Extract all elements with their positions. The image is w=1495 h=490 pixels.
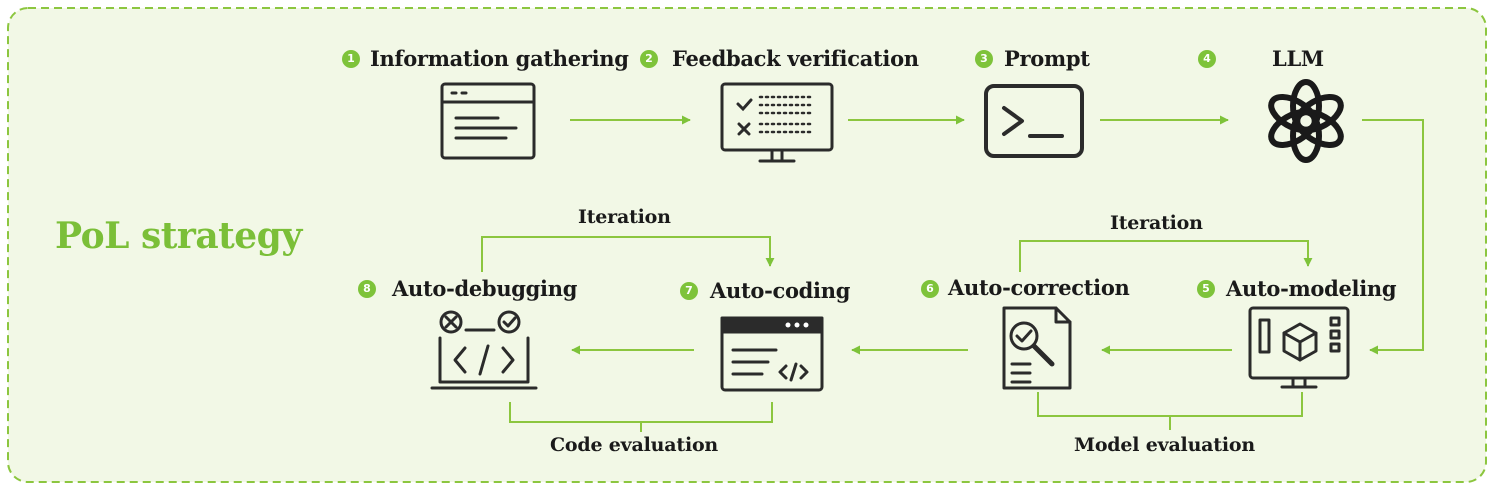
step-1-label: Information gathering [370,46,629,71]
openai-logo-icon [1268,79,1344,163]
iteration-label-right: Iteration [1110,212,1203,234]
iteration-loop-left [481,236,775,272]
step-5-badge: 5 [1197,280,1215,298]
step-1-badge: 1 [342,50,360,68]
step-3-badge: 3 [975,50,993,68]
iteration-label-left: Iteration [578,206,671,228]
iteration-loop-right [1019,240,1313,272]
step-6-badge: 6 [921,280,939,298]
terminal-prompt-icon [984,84,1084,158]
browser-window-icon [440,82,536,160]
code-window-icon [720,316,824,392]
step-7-badge: 7 [680,282,698,300]
step-7-label: Auto-coding [710,278,851,303]
step-8-label: Auto-debugging [392,276,578,301]
laptop-code-debug-icon [430,310,538,390]
step-3-label: Prompt [1004,46,1090,71]
document-magnifier-icon [1002,306,1072,390]
outer-panel [7,7,1487,483]
step-2-badge: 2 [640,50,658,68]
step-4-label: LLM [1272,46,1324,71]
model-evaluation-label: Model evaluation [1074,434,1255,456]
step-5-label: Auto-modeling [1226,276,1397,301]
step-2-label: Feedback verification [672,46,919,71]
monitor-checklist-icon [720,82,834,163]
step-8-badge: 8 [358,280,376,298]
code-evaluation-label: Code evaluation [550,434,719,456]
diagram-title: PoL strategy [55,215,302,257]
step-4-badge: 4 [1198,50,1216,68]
monitor-3d-cube-icon [1248,306,1350,389]
arrow-4-to-5 [1362,119,1424,355]
step-6-label: Auto-correction [948,275,1130,300]
